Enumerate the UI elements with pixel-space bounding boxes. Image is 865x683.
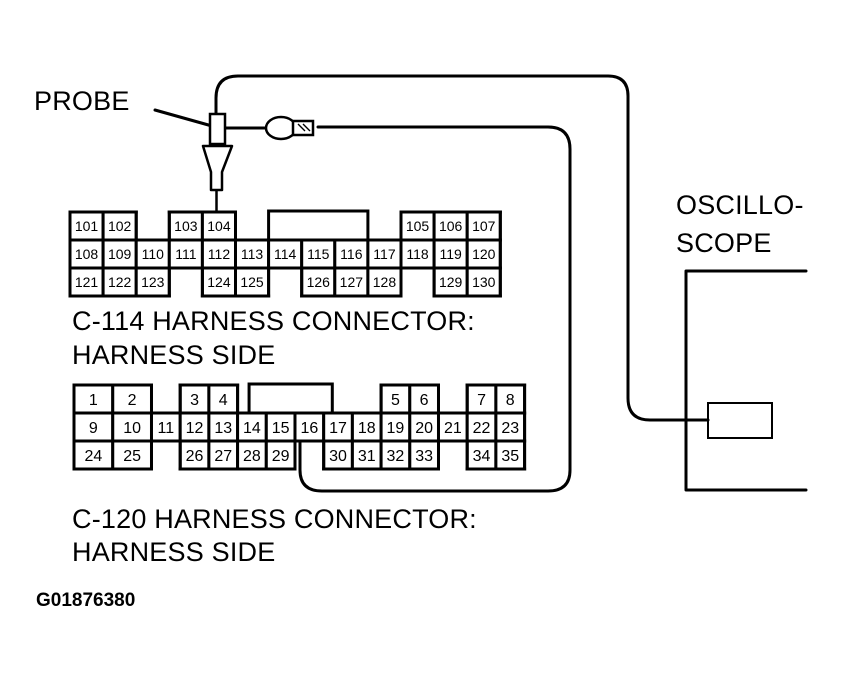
c114-pin-label: 117	[373, 246, 396, 262]
c114-caption-line1: C-114 HARNESS CONNECTOR:	[72, 306, 475, 336]
c120-pin-label: 6	[420, 392, 429, 409]
c120-pin-label: 2	[128, 392, 137, 409]
c114-pin-label: 113	[241, 246, 264, 262]
c114-cavity	[68, 266, 105, 298]
c114-pin-label: 110	[142, 246, 165, 262]
c120-pin-label: 32	[387, 448, 405, 465]
alligator-clip	[264, 115, 298, 141]
probe	[153, 108, 315, 228]
c120-pin-label: 15	[272, 420, 290, 437]
c120-pin-label: 4	[219, 392, 228, 409]
c114-pin-label: 104	[207, 218, 231, 234]
c114-pin-label: 126	[307, 274, 331, 290]
c114-center-key	[267, 209, 370, 242]
c120-pin-label: 24	[84, 448, 102, 465]
c114-pin-label: 114	[274, 246, 297, 262]
c120-pin-label: 18	[358, 420, 376, 437]
c114-pin-label: 109	[108, 246, 132, 262]
c120-pin-label: 13	[214, 420, 232, 437]
c120-cavity	[207, 439, 240, 471]
c114-caption-line2: HARNESS SIDE	[72, 340, 276, 370]
c120-pin-label: 10	[123, 420, 141, 437]
c120-pin-label: 25	[123, 448, 141, 465]
c120-pin-label: 1	[89, 392, 98, 409]
c120-cavity	[494, 439, 527, 471]
c114-pin-label: 125	[240, 274, 264, 290]
c114-cavity	[267, 238, 304, 270]
c120-caption-line1: C-120 HARNESS CONNECTOR:	[72, 504, 477, 534]
figure-id: G01876380	[36, 590, 136, 611]
c120-pin-label: 16	[300, 420, 318, 437]
c120-pin-label: 29	[272, 448, 290, 465]
ground-lead-to-c120-pin-16	[298, 125, 572, 493]
probe-lead-to-oscilloscope	[214, 74, 710, 422]
c114-pin-label: 105	[406, 218, 430, 234]
c114-pin-label: 122	[108, 274, 132, 290]
c120-pin-label: 27	[214, 448, 232, 465]
c120-caption-line2: HARNESS SIDE	[72, 537, 276, 567]
probe-pointer-line	[153, 108, 214, 128]
oscilloscope	[684, 269, 808, 492]
c120-pin-label: 7	[477, 392, 486, 409]
c120-pin-label: 26	[186, 448, 204, 465]
c120-pin-label: 30	[329, 448, 347, 465]
c114-pin-label: 123	[141, 274, 165, 290]
c120-pin-label: 12	[186, 420, 204, 437]
c114-pin-label: 119	[439, 246, 462, 262]
c114-pin-label: 124	[207, 274, 231, 290]
c114-pin-label: 106	[439, 218, 463, 234]
c120-cavity	[322, 439, 354, 471]
alligator-clip-jaw	[291, 119, 315, 137]
c114-pin-label: 120	[472, 246, 496, 262]
c120-pin-label: 34	[473, 448, 491, 465]
c114-pin-label: 112	[208, 246, 231, 262]
c114-pin-label: 102	[108, 218, 132, 234]
c120-pin-label: 28	[243, 448, 261, 465]
c120-pin-label: 35	[501, 448, 519, 465]
probe-taper	[201, 144, 234, 192]
c114-pin-label: 115	[307, 246, 330, 262]
c120-center-key	[247, 382, 334, 415]
c114-pin-label: 108	[75, 246, 99, 262]
c120-pin-label: 22	[473, 420, 491, 437]
c114-pin-label: 111	[175, 246, 196, 262]
c120-pin-label: 31	[358, 448, 376, 465]
c114-pin-label: 116	[340, 246, 363, 262]
c120-pin-label: 23	[501, 420, 519, 437]
c120-pin-label: 21	[444, 420, 462, 437]
oscilloscope-label-line1: OSCILLO-	[676, 190, 804, 220]
c120-pin-label: 17	[329, 420, 347, 437]
oscilloscope-input-jack	[707, 402, 773, 439]
c114-pin-label: 103	[174, 218, 198, 234]
c114-pin-label: 107	[472, 218, 496, 234]
c120-pin-label: 11	[158, 420, 175, 437]
c114-connector: 101 102 103 104 105 106 107 108 109 110 111 112 113 1…	[68, 209, 502, 298]
c114-pin-label: 128	[373, 274, 397, 290]
c114-pin-label: 129	[439, 274, 463, 290]
probe-body	[208, 112, 227, 146]
c114-pin-label: 118	[406, 246, 429, 262]
probe-label: PROBE	[34, 86, 130, 116]
clip-spring-icon	[297, 123, 311, 132]
c120-cavity	[111, 411, 153, 443]
c114-pin-label: 127	[340, 274, 364, 290]
c114-pin-label: 101	[75, 218, 99, 234]
c114-pin-label: 130	[472, 274, 496, 290]
c120-pin-label: 3	[190, 392, 199, 409]
c120-pin-label: 14	[243, 420, 261, 437]
c114-cavity	[101, 238, 138, 270]
c120-pin-label: 33	[415, 448, 433, 465]
c120-pin-label: 5	[391, 392, 400, 409]
oscilloscope-frame	[684, 269, 808, 492]
c120-pin-label: 20	[415, 420, 433, 437]
c120-cavity	[494, 411, 527, 443]
c120-pin-label: 8	[506, 392, 515, 409]
c120-pin-label: 9	[89, 420, 98, 437]
c114-pin-label: 121	[75, 274, 99, 290]
c120-pin-label: 19	[387, 420, 405, 437]
oscilloscope-label-line2: SCOPE	[676, 228, 772, 258]
